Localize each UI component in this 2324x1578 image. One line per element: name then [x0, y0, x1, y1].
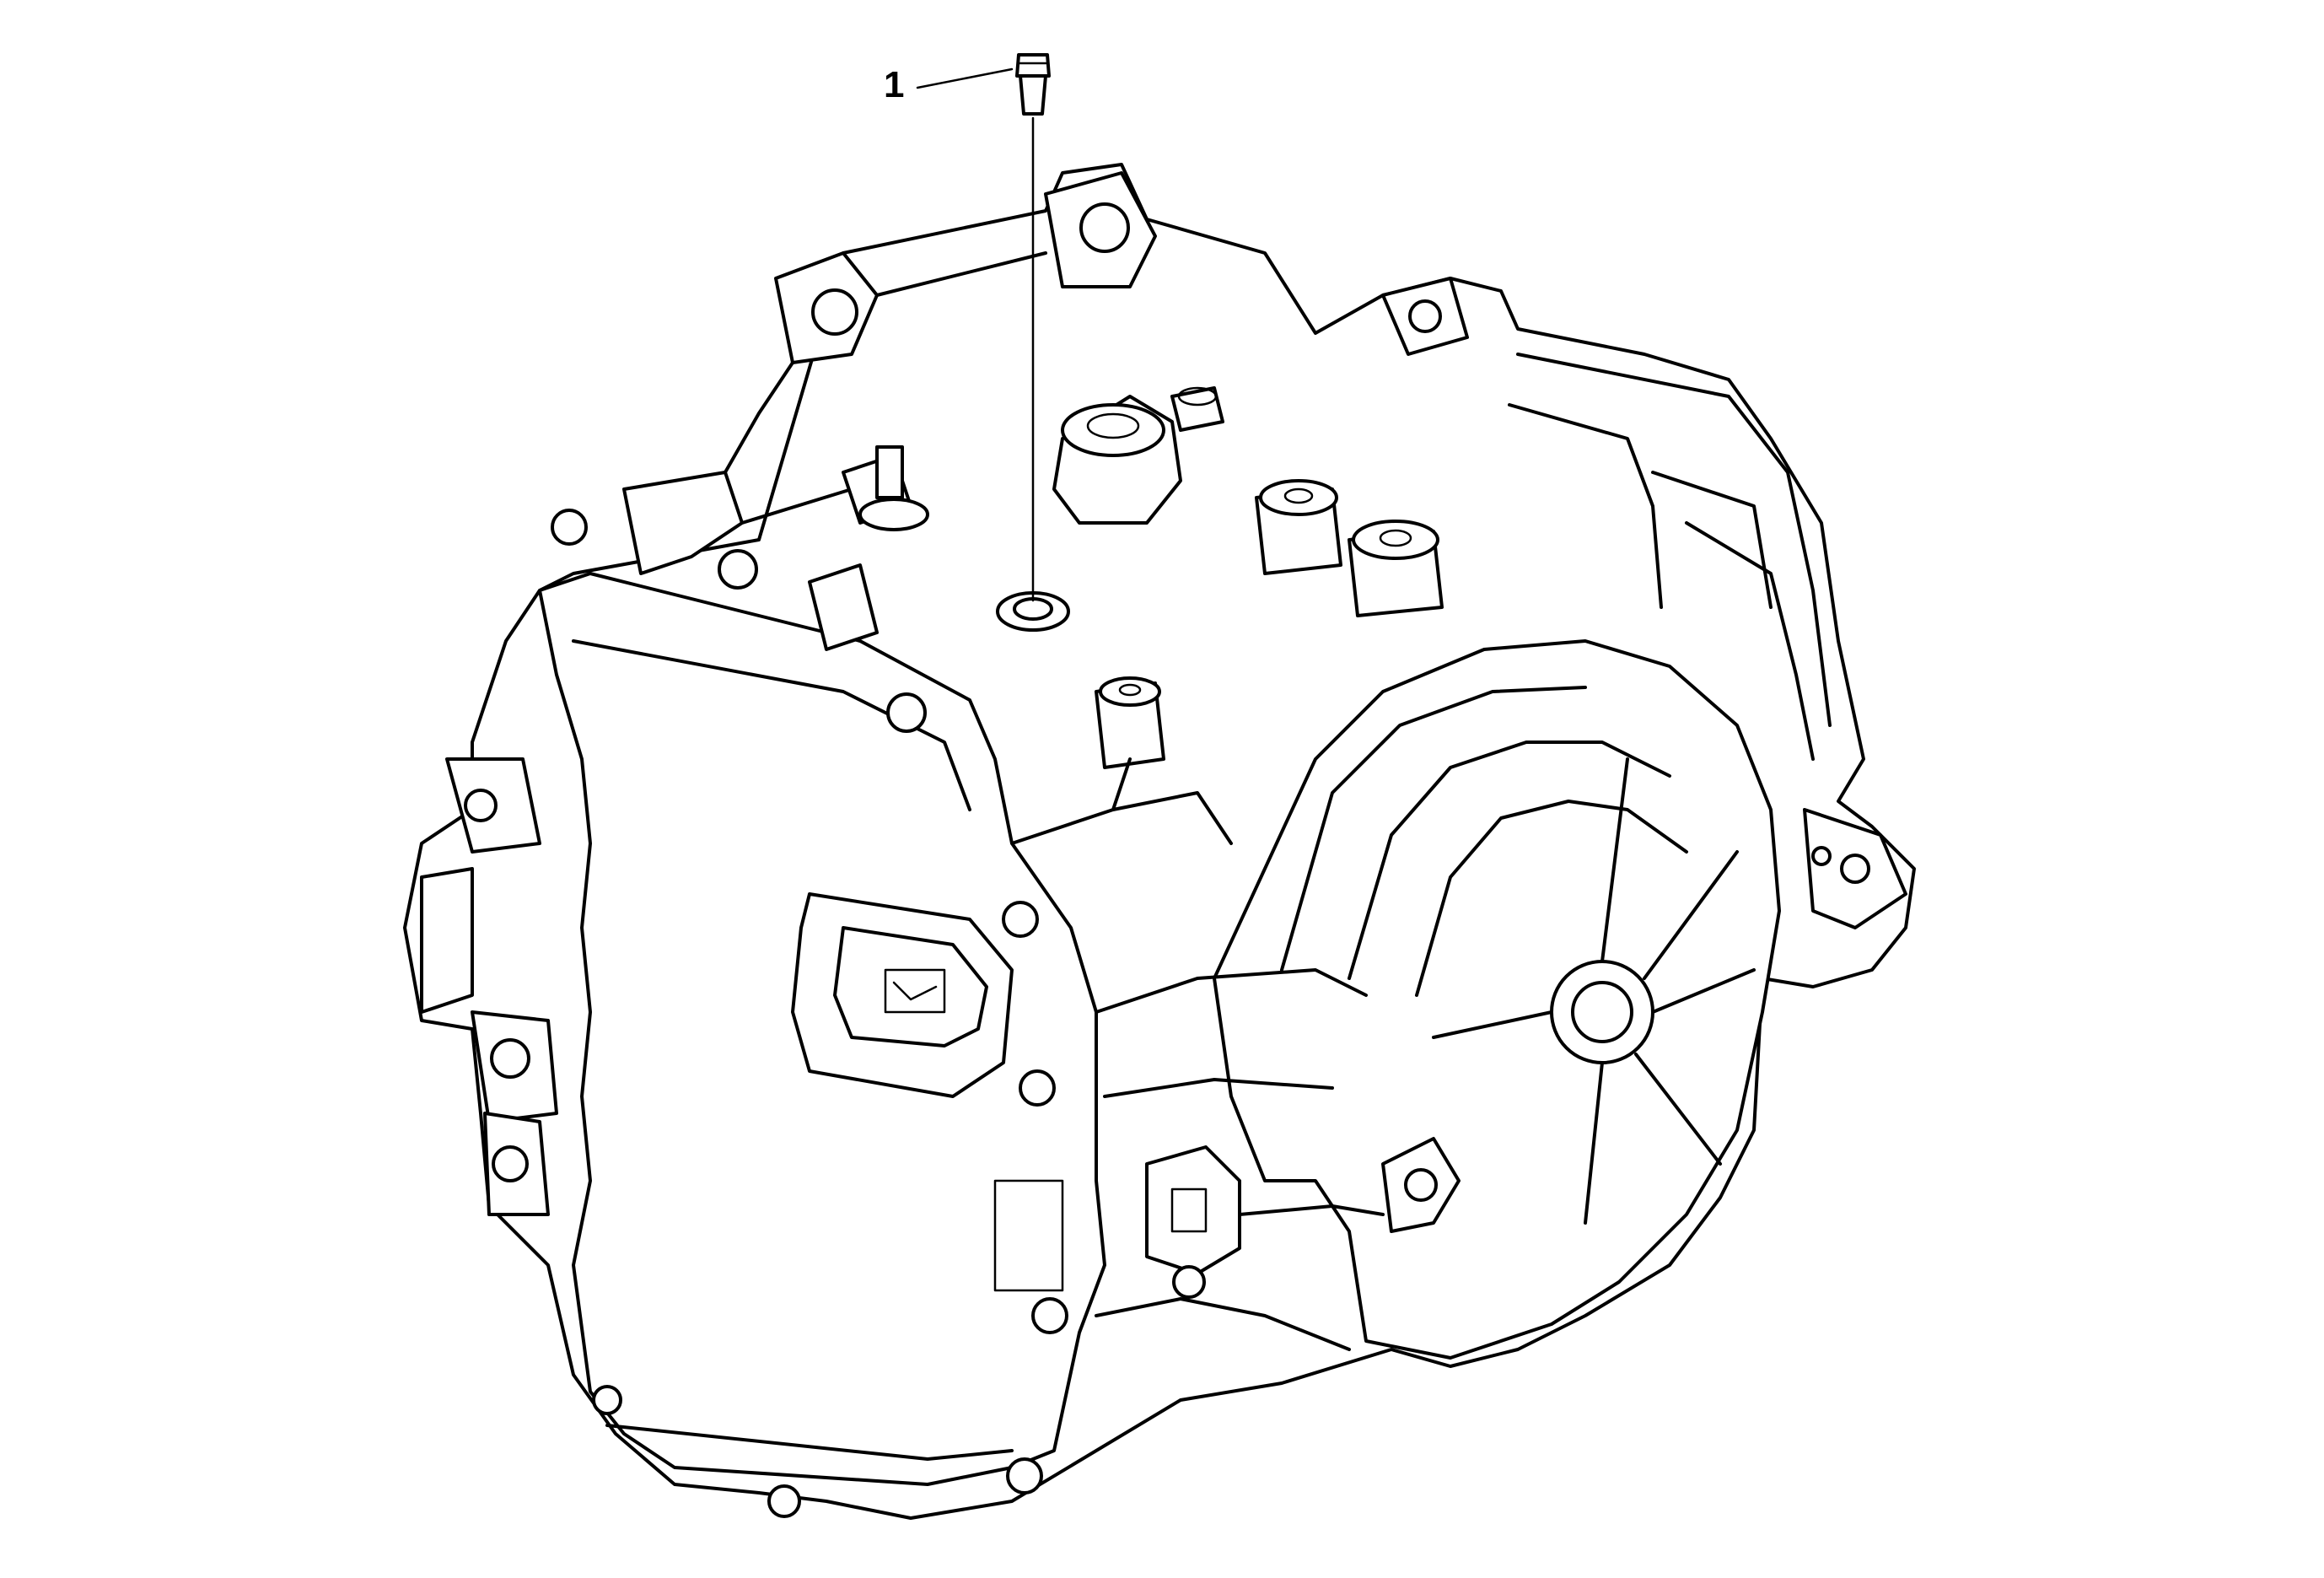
- bolt-icon: [1006, 1457, 1043, 1495]
- bolt-icon: [767, 1484, 801, 1518]
- plug-head-icon: [1015, 53, 1051, 78]
- plug-shank-icon: [1019, 74, 1047, 116]
- fill-cap: [1052, 395, 1182, 525]
- callout-leader-line: [916, 67, 1014, 89]
- electrical-connector: [791, 892, 1014, 1098]
- top-bosses: [1095, 386, 1444, 769]
- harness-bracket: [622, 471, 896, 651]
- upper-castings: [724, 171, 1469, 474]
- bolt-icon: [551, 509, 588, 546]
- pressure-fitting: [842, 445, 929, 531]
- speed-sensor: [1145, 1137, 1461, 1275]
- leader-lines: [916, 67, 1035, 602]
- right-side-ribs: [1508, 353, 1907, 929]
- callout-number-1: 1: [884, 64, 905, 105]
- bolt-icon: [1031, 1297, 1068, 1334]
- bell-housing: [1213, 639, 1781, 1360]
- lower-structure: [1010, 757, 1368, 1351]
- left-mounting-bosses: [420, 757, 558, 1216]
- fill-plug: [1015, 53, 1051, 116]
- bolt-icon: [592, 1385, 622, 1415]
- bolt-icon: [718, 549, 758, 590]
- bolt-icon: [1002, 901, 1039, 938]
- bolt-icon: [1019, 1069, 1056, 1107]
- bolt-icon: [886, 692, 927, 733]
